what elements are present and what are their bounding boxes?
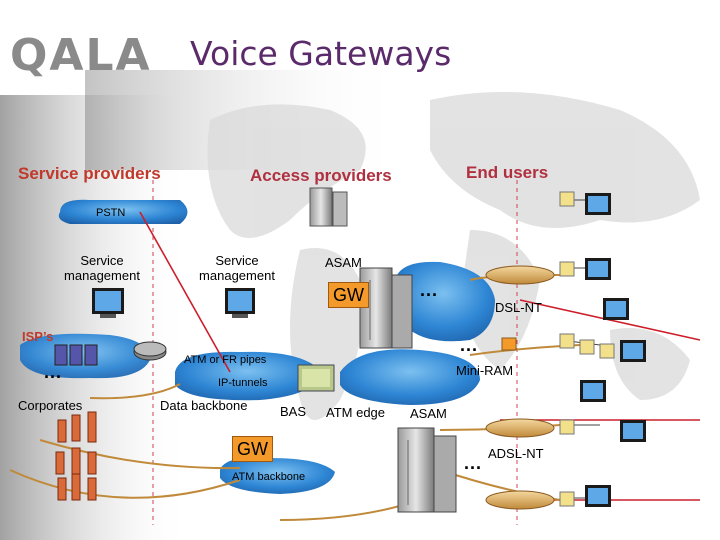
workstation-icon bbox=[225, 288, 255, 318]
ellipsis-top: ... bbox=[420, 280, 439, 300]
pstn-cloud bbox=[58, 199, 188, 224]
atm-backbone-cloud bbox=[220, 457, 335, 494]
ellipsis-mid: ... bbox=[460, 335, 479, 355]
workstation-icon bbox=[585, 193, 611, 215]
service-management-label-right: Service management bbox=[199, 253, 275, 283]
atm-edge-cloud bbox=[340, 349, 480, 405]
atm-fr-pipes-label: ATM or FR pipes bbox=[184, 354, 267, 366]
router-icon bbox=[133, 341, 167, 361]
data-backbone-label: Data backbone bbox=[160, 398, 248, 413]
workstation-icon bbox=[620, 340, 646, 362]
page-title: Voice Gateways bbox=[190, 34, 452, 73]
workstation-icon bbox=[620, 420, 646, 442]
ip-tunnels-label: IP-tunnels bbox=[218, 377, 268, 389]
asam-label-top: ASAM bbox=[325, 255, 362, 270]
bas-label: BAS bbox=[280, 404, 307, 419]
pstn-label: PSTN bbox=[96, 207, 126, 219]
qala-logo: QALA bbox=[10, 30, 152, 81]
corporates-label: Corporates bbox=[18, 398, 83, 413]
corporate-building-icon bbox=[55, 411, 97, 501]
server-rack-icon bbox=[397, 427, 457, 513]
asam-label-bottom: ASAM bbox=[410, 406, 447, 421]
adsl-nt-label: ADSL-NT bbox=[488, 446, 544, 461]
service-management-label-left: Service management bbox=[64, 253, 140, 283]
server-rack-icon bbox=[359, 267, 413, 349]
gateway-box-top: GW bbox=[328, 282, 369, 308]
server-rack-icon bbox=[309, 187, 348, 227]
mini-ram-label: Mini-RAM bbox=[456, 363, 514, 378]
workstation-icon bbox=[92, 288, 124, 318]
workstation-icon bbox=[585, 485, 611, 507]
service-providers-heading: Service providers bbox=[18, 164, 161, 183]
isps-label: ISP’s bbox=[22, 329, 54, 344]
atm-edge-label: ATM edge bbox=[326, 405, 386, 420]
isp-servers bbox=[54, 344, 98, 366]
atm-backbone-label: ATM backbone bbox=[232, 471, 306, 483]
end-users-heading: End users bbox=[466, 163, 549, 182]
mini-ram-box bbox=[501, 337, 517, 351]
asam-cloud-top bbox=[392, 261, 495, 342]
workstation-icon bbox=[603, 298, 629, 320]
modem-icon bbox=[485, 265, 555, 510]
dsl-nt-label: DSL-NT bbox=[495, 300, 542, 315]
ellipsis-bottom: ... bbox=[464, 453, 483, 473]
atm-switch-icon bbox=[297, 364, 335, 392]
gateway-box-bottom: GW bbox=[232, 436, 273, 462]
telephone-icon bbox=[559, 191, 615, 507]
workstation-icon bbox=[580, 380, 606, 402]
data-backbone-cloud bbox=[175, 351, 320, 401]
access-providers-heading: Access providers bbox=[250, 166, 392, 185]
ellipsis-isps: ... bbox=[44, 362, 63, 382]
workstation-icon bbox=[585, 258, 611, 280]
